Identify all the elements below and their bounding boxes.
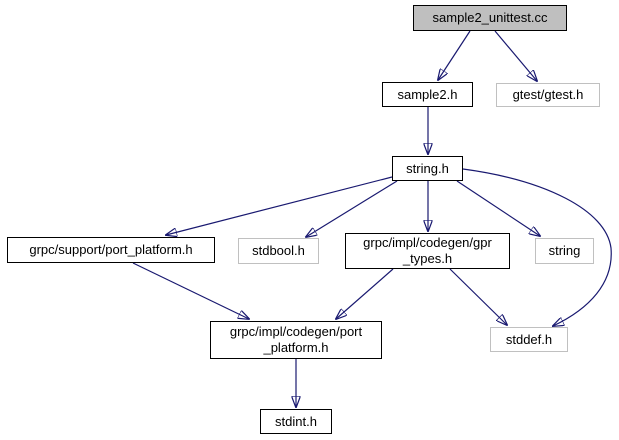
node-label: stdint.h: [275, 413, 317, 429]
edge-grpc_support_port_platform_h-grpc_impl_codegen_port_platform_h: [132, 262, 249, 319]
node-label: stddef.h: [505, 331, 553, 347]
node-label: string: [548, 243, 581, 258]
node-label: string.h: [406, 160, 449, 176]
edge-string_h-grpc_support_port_platform_h: [166, 176, 393, 235]
node-label: sample2.h: [397, 86, 458, 102]
node-string-h[interactable]: string.h: [392, 156, 463, 181]
edge-string_h-string: [456, 180, 540, 236]
node-string: string: [535, 238, 594, 264]
node-grpc-impl-codegen-port-platform-h[interactable]: grpc/impl/codegen/port _platform.h: [210, 321, 382, 359]
node-stddef-h: stddef.h: [490, 327, 568, 352]
edge-sample2_unittest_cc-gtest_gtest_h: [494, 30, 537, 81]
edge-string_h-stdbool_h: [306, 180, 398, 237]
node-label-line2: _types.h: [402, 251, 453, 266]
node-label-line1: grpc/impl/codegen/gpr: [363, 235, 492, 250]
node-label: gtest/gtest.h: [512, 87, 584, 102]
node-label: grpc/support/port_platform.h: [29, 242, 193, 257]
node-label: sample2_unittest.cc: [432, 10, 548, 25]
edge-grpc_impl_codegen_gpr_types_h-stddef_h: [449, 268, 507, 325]
edge-string_h-stddef_h: [462, 168, 612, 326]
node-grpc-impl-codegen-gpr-types-h[interactable]: grpc/impl/codegen/gpr _types.h: [345, 233, 510, 269]
node-label-line2: _platform.h: [263, 340, 329, 355]
node-label-line1: grpc/impl/codegen/port: [229, 324, 363, 339]
node-sample2-unittest-cc: sample2_unittest.cc: [413, 5, 567, 31]
node-stdbool-h: stdbool.h: [238, 238, 319, 264]
node-grpc-support-port-platform-h[interactable]: grpc/support/port_platform.h: [7, 237, 215, 263]
node-sample2-h[interactable]: sample2.h: [382, 82, 473, 107]
edge-sample2_unittest_cc-sample2_h: [438, 30, 471, 80]
edge-grpc_impl_codegen_gpr_types_h-grpc_impl_codegen_port_platform_h: [336, 268, 394, 319]
node-label: stdbool.h: [252, 243, 305, 258]
node-stdint-h[interactable]: stdint.h: [260, 409, 332, 434]
node-gtest-gtest-h: gtest/gtest.h: [496, 83, 600, 107]
